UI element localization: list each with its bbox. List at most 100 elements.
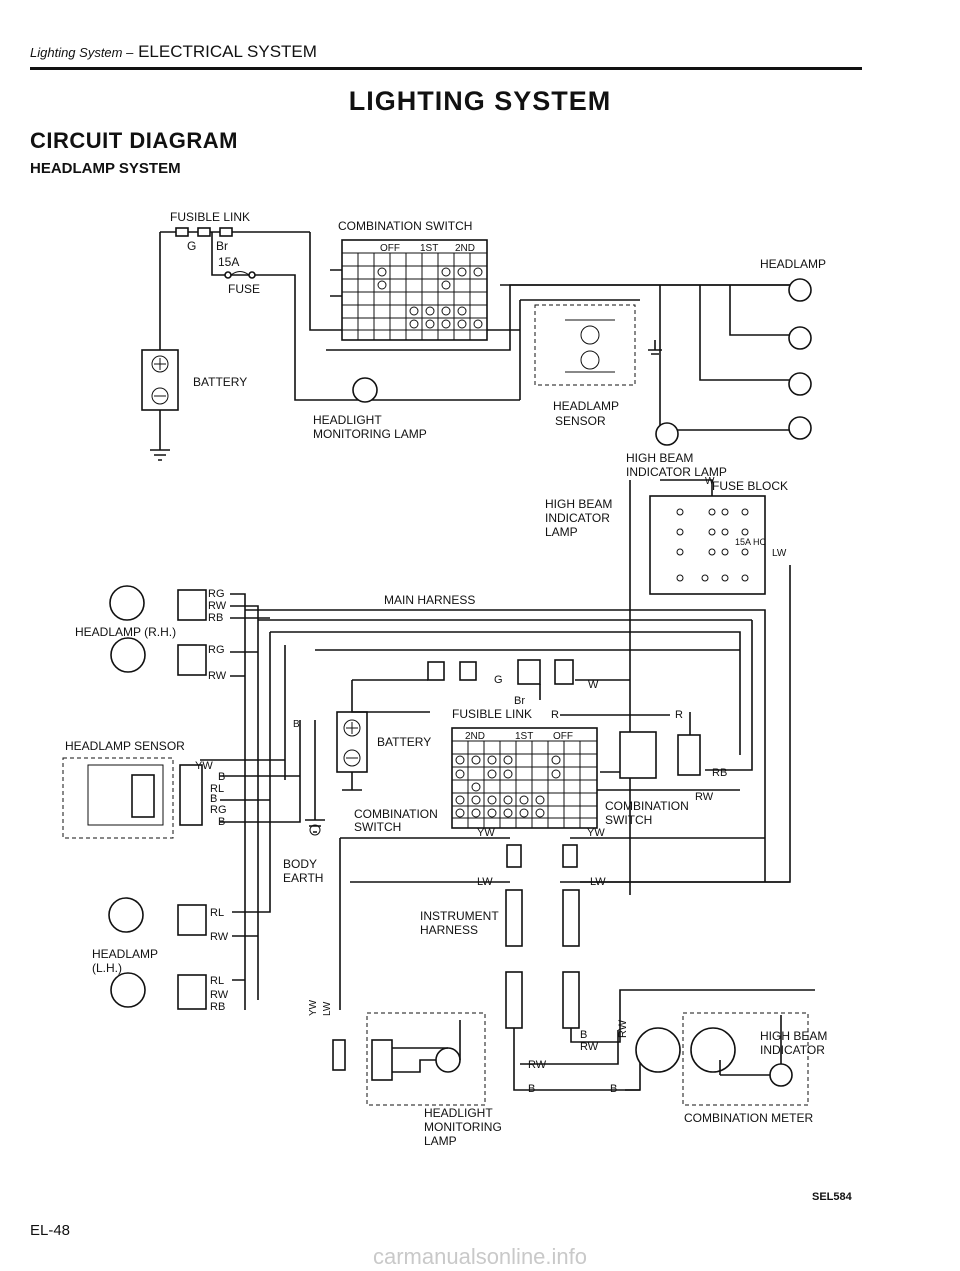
headlamp-sensor-label: HEADLAMP SENSOR	[65, 739, 185, 753]
svg-text:1ST: 1ST	[420, 243, 438, 254]
headlamp-upper-group: HEADLAMP	[500, 257, 826, 440]
battery-label-lower: BATTERY	[377, 735, 431, 749]
svg-text:R: R	[551, 709, 559, 721]
svg-text:RW: RW	[208, 600, 227, 612]
svg-text:INDICATOR LAMP: INDICATOR LAMP	[626, 465, 727, 479]
subsection-title: HEADLAMP SYSTEM	[30, 160, 181, 177]
header-section-prefix: Lighting System –	[30, 45, 134, 60]
svg-text:LW: LW	[322, 1001, 333, 1016]
headlamp-sensor-lower: HEADLAMP SENSOR YW B RL B RG B B	[62, 719, 301, 839]
svg-text:SWITCH: SWITCH	[354, 820, 401, 834]
battery-lower: BATTERY	[336, 680, 431, 791]
svg-text:INDICATOR: INDICATOR	[760, 1043, 825, 1057]
svg-text:RW: RW	[210, 989, 229, 1001]
svg-text:HIGH BEAM: HIGH BEAM	[626, 451, 693, 465]
combination-meter: HIGH BEAM INDICATOR COMBINATION METER RW	[617, 1012, 827, 1125]
svg-text:SENSOR: SENSOR	[555, 414, 606, 428]
battery-top: BATTERY	[141, 349, 247, 461]
svg-text:B: B	[610, 1083, 617, 1095]
page-number: EL-48	[30, 1222, 71, 1239]
svg-text:YW: YW	[587, 827, 605, 839]
combination-switch-label: COMBINATION SWITCH	[338, 219, 472, 233]
header-section: ELECTRICAL SYSTEM	[138, 42, 317, 61]
svg-text:2ND: 2ND	[465, 731, 485, 742]
combination-switch-label-left: COMBINATION	[354, 807, 438, 821]
fuse-15a-hc-label: 15A HC	[735, 537, 767, 547]
svg-text:RB: RB	[208, 612, 223, 624]
svg-text:RL: RL	[210, 907, 224, 919]
svg-text:1ST: 1ST	[515, 731, 533, 742]
svg-text:W: W	[705, 476, 715, 487]
instrument-harness: LW LW INSTRUMENT HARNESS B RW RW B B	[350, 876, 815, 1095]
svg-text:RW: RW	[210, 931, 229, 943]
svg-text:YW: YW	[477, 827, 495, 839]
svg-text:HIGH BEAM: HIGH BEAM	[545, 497, 612, 511]
svg-text:B: B	[218, 771, 225, 783]
svg-text:RL: RL	[210, 975, 224, 987]
svg-text:EARTH: EARTH	[283, 871, 323, 885]
combination-meter-label: COMBINATION METER	[684, 1111, 813, 1125]
svg-text:OFF: OFF	[380, 243, 400, 254]
fuse-block: FUSE BLOCK W 15A HC LW HIGH BEAM INDICAT…	[545, 476, 788, 895]
wire-br-label: Br	[216, 239, 228, 253]
wire-g-label: G	[187, 239, 196, 253]
watermark: carmanualsonline.info	[372, 1244, 588, 1269]
svg-text:HARNESS: HARNESS	[420, 923, 478, 937]
svg-text:YW: YW	[195, 760, 213, 772]
fuse-label: FUSE	[228, 282, 260, 296]
headlamp-sensor-label-top: HEADLAMP	[553, 399, 619, 413]
svg-text:RW: RW	[695, 791, 714, 803]
headlamp-lh: RL RW RL RW RB HEADLAMP (L.H.)	[92, 632, 271, 1013]
header-rule	[30, 67, 862, 70]
svg-text:LW: LW	[772, 548, 787, 559]
combination-switch-lower: 2ND 1ST OFF COMBINATION SWITCH COMBINATI…	[339, 620, 765, 1010]
svg-text:RG: RG	[208, 588, 225, 600]
monitoring-lamp-top: HEADLIGHT MONITORING LAMP	[313, 377, 427, 441]
svg-text:Br: Br	[514, 695, 525, 707]
svg-text:2ND: 2ND	[455, 243, 475, 254]
monitoring-lamp-label-top: HEADLIGHT	[313, 413, 382, 427]
svg-text:LAMP: LAMP	[424, 1134, 457, 1148]
page-title: LIGHTING SYSTEM	[348, 86, 612, 116]
svg-text:YW: YW	[308, 999, 319, 1016]
svg-text:LAMP: LAMP	[545, 525, 578, 539]
high-beam-lamp-top: HIGH BEAM INDICATOR LAMP	[626, 422, 727, 479]
battery-label-top: BATTERY	[193, 375, 247, 389]
svg-text:RB: RB	[712, 767, 727, 779]
monitoring-lamp-lower: YW LW HEADLIGHT MONITORING LAMP	[308, 999, 502, 1148]
svg-text:RB: RB	[210, 1001, 225, 1013]
body-earth: BODY EARTH	[283, 720, 325, 885]
page-header: Lighting System – ELECTRICAL SYSTEM	[30, 42, 317, 62]
svg-text:R: R	[675, 709, 683, 721]
svg-text:G: G	[494, 674, 503, 686]
svg-text:OFF: OFF	[553, 731, 573, 742]
high-beam-indicator-label: HIGH BEAM	[760, 1029, 827, 1043]
fusible-link-lower: G W Br FUSIBLE LINK R R	[352, 659, 691, 735]
svg-text:B: B	[210, 793, 217, 805]
fuse-block-label: FUSE BLOCK	[712, 479, 788, 493]
monitoring-lamp-label-lower: HEADLIGHT	[424, 1106, 493, 1120]
svg-text:W: W	[588, 679, 599, 691]
svg-text:RW: RW	[617, 1019, 629, 1038]
headlamp-label: HEADLAMP	[760, 257, 826, 271]
combination-switch-label-right: COMBINATION	[605, 799, 689, 813]
body-earth-label: BODY	[283, 857, 317, 871]
fuse-15a-label: 15A	[218, 255, 239, 269]
headlamp-lh-label: HEADLAMP	[92, 947, 158, 961]
figure-code: SEL584	[812, 1191, 852, 1203]
svg-text:RG: RG	[210, 804, 227, 816]
instrument-harness-label: INSTRUMENT	[420, 909, 499, 923]
svg-text:MONITORING LAMP: MONITORING LAMP	[313, 427, 427, 441]
svg-text:RW: RW	[208, 670, 227, 682]
svg-text:INDICATOR: INDICATOR	[545, 511, 610, 525]
svg-text:RG: RG	[208, 644, 225, 656]
svg-text:RW: RW	[528, 1059, 547, 1071]
headlamp-sensor-top: HEADLAMP SENSOR	[534, 304, 662, 428]
svg-text:MONITORING: MONITORING	[424, 1120, 502, 1134]
svg-text:B: B	[580, 1029, 587, 1041]
svg-text:RL: RL	[210, 783, 224, 795]
svg-text:SWITCH: SWITCH	[605, 813, 652, 827]
fusible-link-label: FUSIBLE LINK	[170, 210, 250, 224]
combination-switch-top: COMBINATION SWITCH OFF 1ST 2ND	[326, 219, 800, 351]
